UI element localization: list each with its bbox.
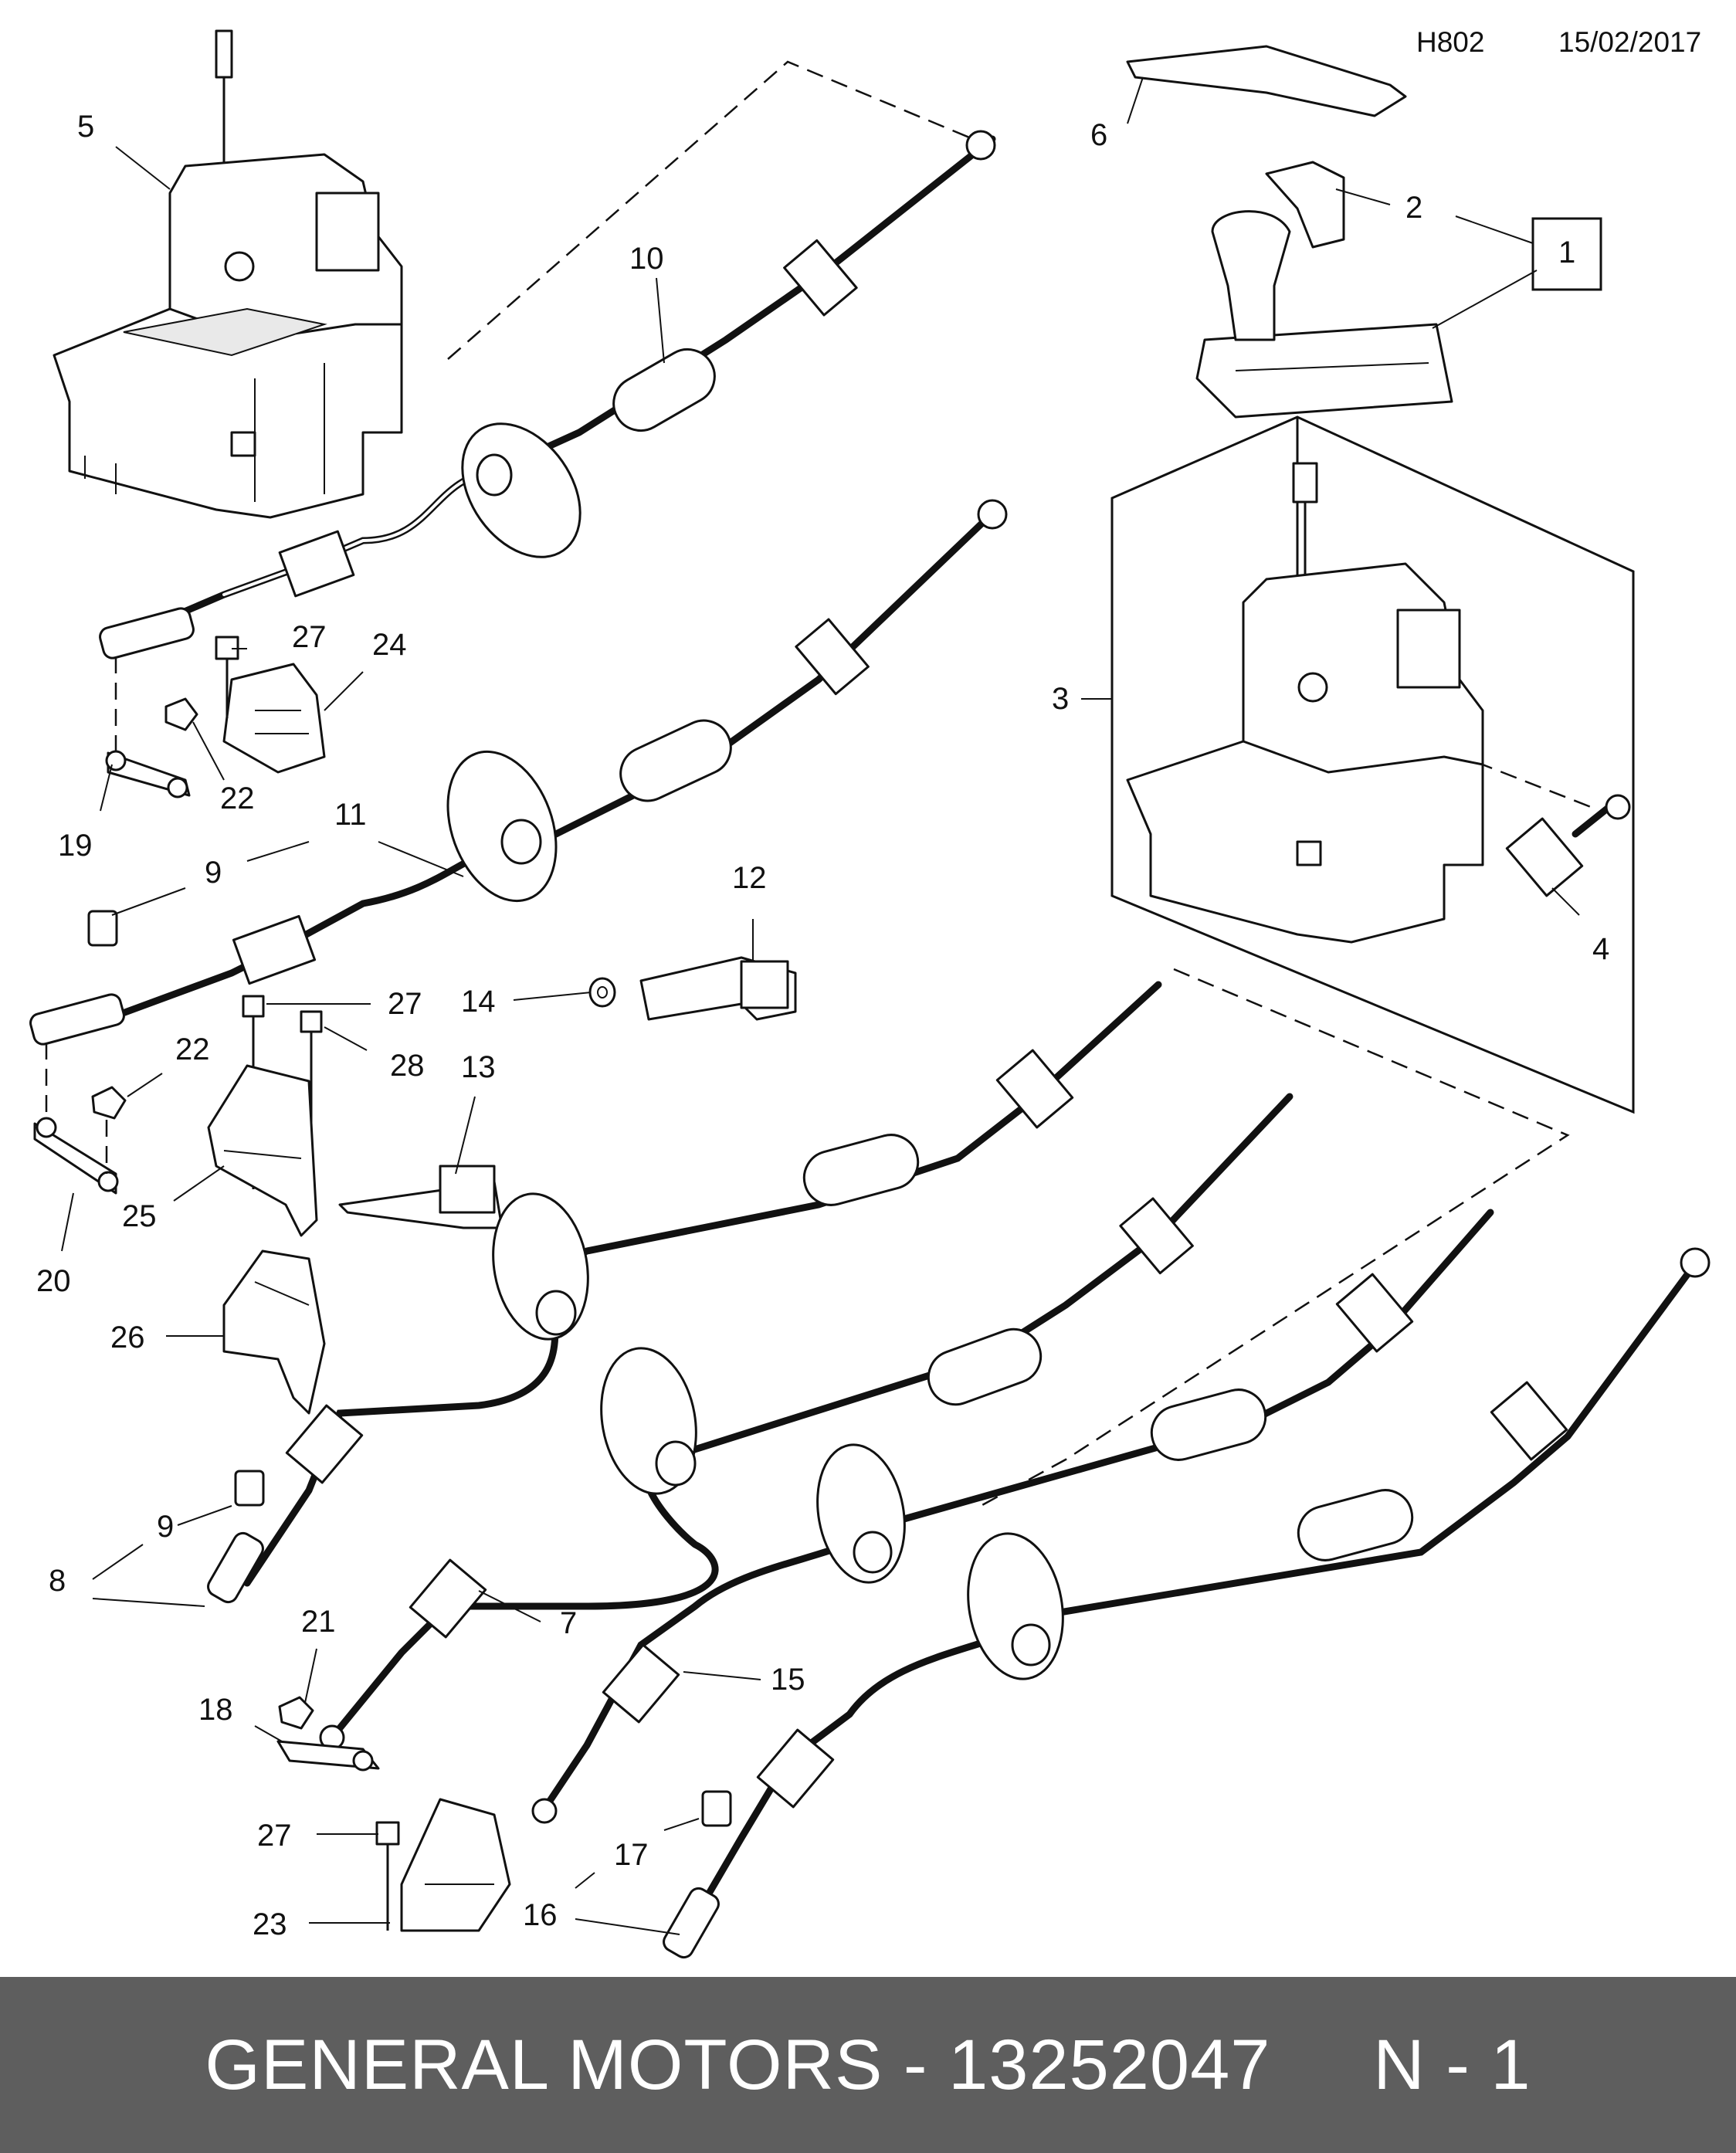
- connector-4: [1505, 794, 1631, 897]
- guide-line-top: [447, 60, 974, 360]
- callout-28: 28: [390, 1049, 425, 1083]
- callout-22a: 22: [220, 782, 255, 815]
- leader-lines: [61, 76, 1580, 1935]
- callout-26: 26: [110, 1321, 145, 1355]
- callout-17: 17: [614, 1838, 649, 1872]
- callout-1: 1: [1558, 236, 1575, 270]
- nut-22b: [91, 1086, 127, 1120]
- callout-highlight-box: [1531, 217, 1602, 291]
- bracket-23-bolt-27c: [375, 1798, 511, 1932]
- callout-20: 20: [36, 1264, 71, 1298]
- callout-15: 15: [771, 1663, 805, 1697]
- callout-9b: 9: [157, 1510, 174, 1544]
- footer-part-number: GENERAL MOTORS - 13252047 N - 1: [205, 2026, 1531, 2104]
- cable-assembly-7: [319, 1093, 1294, 1751]
- lever-18-nut-21: [276, 1696, 380, 1772]
- callout-14: 14: [461, 985, 496, 1019]
- callout-3: 3: [1052, 682, 1069, 716]
- callout-27a: 27: [292, 620, 327, 654]
- callout-12: 12: [732, 861, 767, 895]
- cable-assembly-10: [99, 130, 996, 659]
- callout-9a: 9: [205, 856, 222, 890]
- footer-bar: GENERAL MOTORS - 13252047 N - 1: [0, 1977, 1736, 2153]
- nut-22a: [164, 697, 198, 731]
- cable-assembly-16: [663, 1247, 1711, 1959]
- callout-25: 25: [122, 1199, 157, 1233]
- shifter-assembly-upper: [53, 29, 403, 519]
- assembly-box-3: [1110, 415, 1635, 1114]
- bracket-12: [639, 956, 797, 1021]
- shifter-assembly-3: [1126, 462, 1484, 944]
- callout-23: 23: [253, 1907, 287, 1941]
- trim-strip-6: [1126, 45, 1407, 117]
- callout-21: 21: [301, 1605, 336, 1639]
- callout-27c: 27: [257, 1819, 292, 1853]
- callout-4: 4: [1592, 932, 1609, 966]
- callout-16: 16: [523, 1898, 558, 1932]
- callout-19: 19: [58, 829, 93, 863]
- lever-20: [33, 1043, 119, 1195]
- callout-11: 11: [334, 798, 367, 832]
- guide-line-middle: [980, 968, 1570, 1507]
- clip-9-lower: [234, 1470, 265, 1507]
- bracket-13: [338, 1165, 504, 1229]
- diagram-date: 15/02/2017: [1558, 26, 1702, 58]
- callout-2: 2: [1405, 191, 1422, 225]
- callout-5: 5: [77, 110, 94, 144]
- callout-7: 7: [560, 1606, 577, 1640]
- callout-22b: 22: [175, 1032, 210, 1066]
- bracket-26: [222, 1249, 326, 1415]
- callout-27b: 27: [388, 987, 422, 1021]
- clip-17: [701, 1790, 732, 1827]
- shift-knob-console-1: [1195, 210, 1453, 602]
- callout-6: 6: [1090, 118, 1107, 152]
- exploded-parts-diagram: 1 2 3 4 5 6 7 8 9 9 10 11 12 13 14 15 16…: [29, 29, 1711, 1959]
- knob-insert-2: [1265, 161, 1345, 249]
- bracket-25: [207, 1064, 318, 1237]
- bracket-24: [222, 663, 326, 774]
- cable-assembly-8: [207, 981, 1162, 1604]
- callout-8: 8: [49, 1564, 66, 1598]
- lever-19: [105, 656, 191, 798]
- washer-14: [588, 977, 616, 1008]
- callout-18: 18: [198, 1693, 233, 1727]
- clip-9-upper: [87, 910, 118, 947]
- cable-assembly-15: [531, 1209, 1494, 1824]
- diagram-code: H802: [1416, 26, 1485, 58]
- callout-10: 10: [629, 242, 664, 276]
- cable-assembly-11: [29, 499, 1008, 1046]
- callout-13: 13: [461, 1050, 496, 1084]
- callout-24: 24: [372, 628, 407, 662]
